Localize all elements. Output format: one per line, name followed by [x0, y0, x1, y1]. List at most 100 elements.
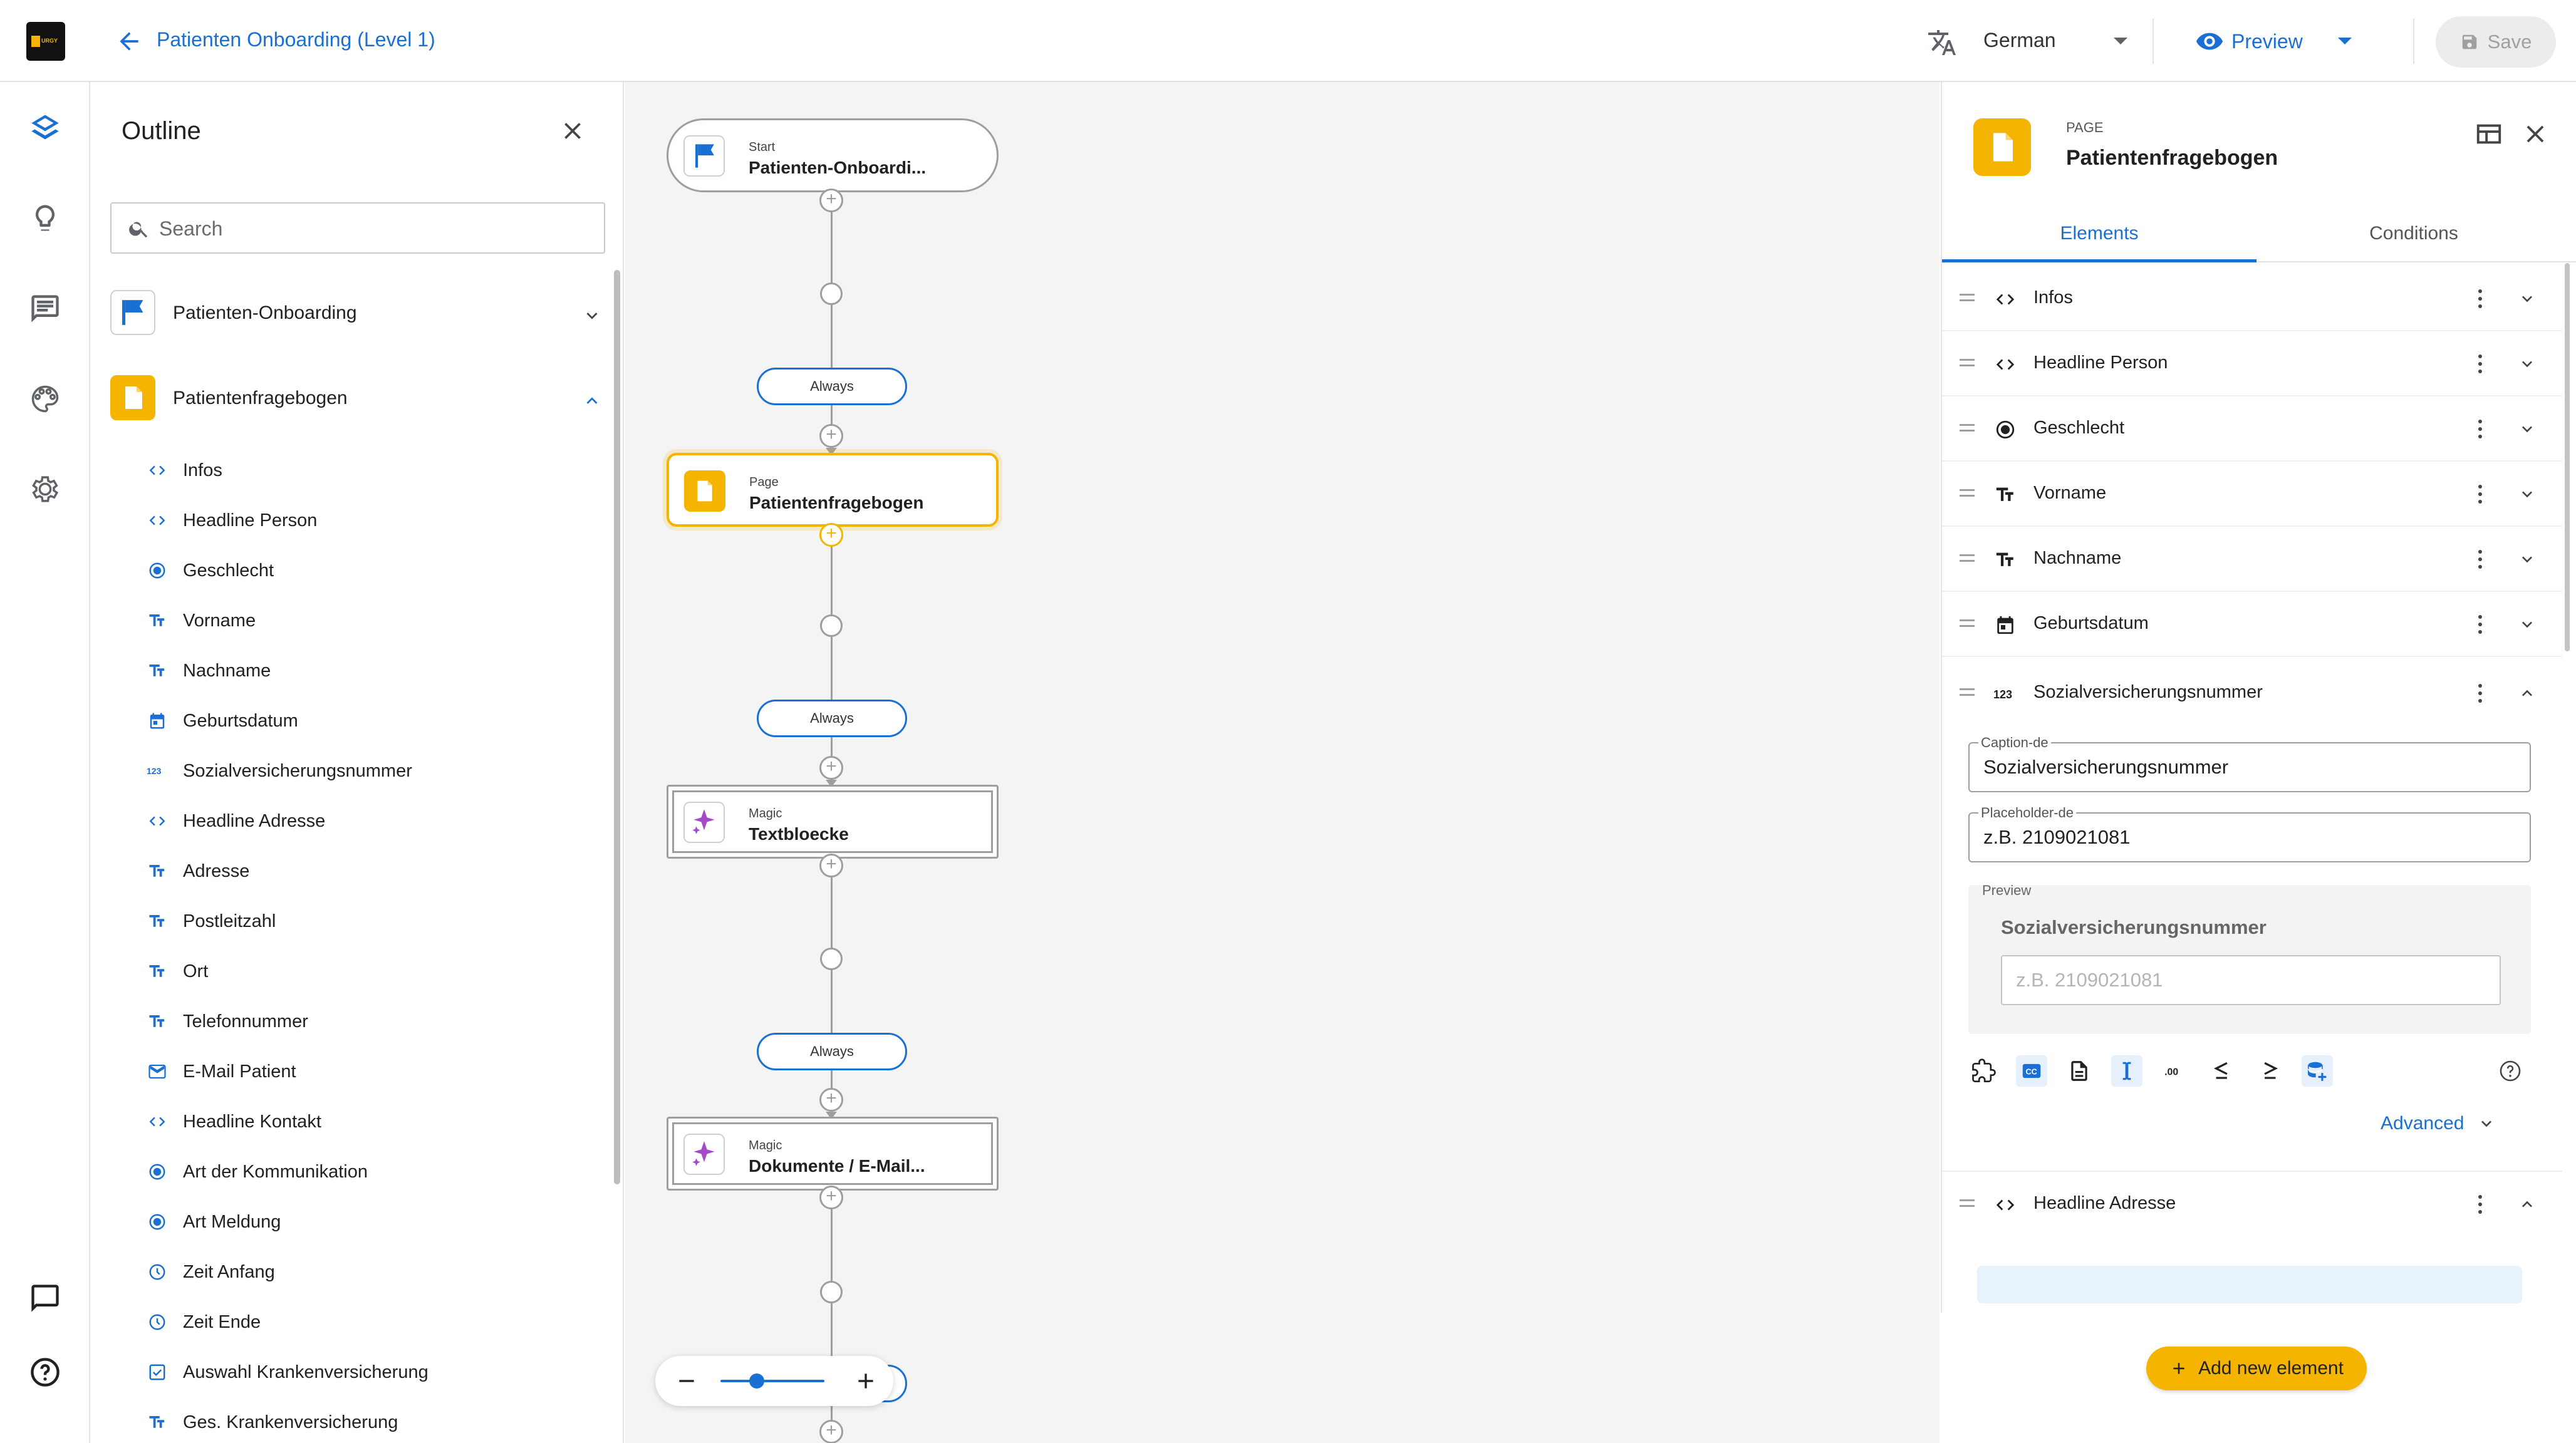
outline-item[interactable]: Headline Kontakt [147, 1097, 598, 1147]
outline-item[interactable]: Vorname [147, 596, 598, 646]
add-node-button[interactable]: + [819, 1088, 843, 1112]
outline-item[interactable]: Telefonnummer [147, 996, 598, 1047]
chevron-down-icon[interactable] [2517, 289, 2537, 309]
outline-item[interactable]: Headline Adresse [147, 796, 598, 846]
more-vert-icon[interactable] [2477, 483, 2483, 505]
outline-item[interactable]: Nachname [147, 646, 598, 696]
chevron-down-icon[interactable] [581, 305, 603, 326]
branch-junction-icon[interactable] [820, 614, 843, 637]
palette-icon[interactable] [29, 383, 61, 415]
close-icon[interactable] [2521, 120, 2550, 148]
puzzle-icon[interactable] [1968, 1055, 2000, 1087]
chevron-down-icon[interactable] [2517, 354, 2537, 374]
drag-handle-icon[interactable] [1960, 619, 1975, 627]
outline-item[interactable]: Art der Kommunikation [147, 1147, 598, 1197]
zoom-out-icon[interactable] [674, 1368, 699, 1394]
search-input[interactable] [158, 214, 596, 244]
lightbulb-icon[interactable] [29, 202, 61, 235]
outline-item[interactable]: Ort [147, 946, 598, 996]
branch-junction-icon[interactable] [820, 948, 843, 970]
preview-dropdown-icon[interactable] [2338, 38, 2352, 44]
help-icon[interactable] [29, 1356, 61, 1389]
outline-item[interactable]: Geschlecht [147, 546, 598, 596]
zoom-in-icon[interactable] [853, 1368, 878, 1394]
drag-handle-icon[interactable] [1960, 1199, 1975, 1207]
outline-item[interactable]: Art Meldung [147, 1197, 598, 1247]
chevron-down-icon[interactable] [2517, 549, 2537, 569]
outline-item[interactable]: Postleitzahl [147, 896, 598, 946]
language-select[interactable]: German [1983, 29, 2056, 51]
chevron-up-icon[interactable] [2517, 683, 2537, 703]
drag-handle-icon[interactable] [1960, 554, 1975, 562]
tab-elements[interactable]: Elements [1942, 205, 2257, 262]
decimal-icon[interactable]: .00 [2159, 1055, 2190, 1087]
more-vert-icon[interactable] [2477, 353, 2483, 375]
edge-condition-pill[interactable]: Always [757, 368, 907, 405]
chevron-down-icon[interactable] [2517, 614, 2537, 634]
placeholder-field[interactable]: Placeholder-de z.B. 2109021081 [1968, 805, 2531, 862]
feedback-icon[interactable] [29, 1282, 61, 1315]
element-row[interactable]: Geschlecht [1942, 396, 2562, 462]
outline-scrollbar[interactable] [614, 270, 620, 1184]
drag-handle-icon[interactable] [1960, 489, 1975, 497]
outline-item[interactable]: Ges. Krankenversicherung [147, 1397, 598, 1443]
database-add-icon[interactable] [2302, 1055, 2333, 1087]
outline-item[interactable]: Zeit Anfang [147, 1247, 598, 1297]
more-vert-icon[interactable] [2477, 682, 2483, 705]
chevron-up-icon[interactable] [2517, 1194, 2537, 1214]
drag-handle-icon[interactable] [1960, 424, 1975, 432]
more-vert-icon[interactable] [2477, 287, 2483, 310]
flow-node-magic[interactable]: Magic Textbloecke [667, 785, 999, 859]
chevron-up-icon[interactable] [581, 390, 603, 411]
outline-search[interactable] [110, 202, 605, 254]
panel-node-name[interactable]: Patientenfragebogen [2066, 146, 2278, 170]
branch-junction-icon[interactable] [820, 282, 843, 305]
element-row[interactable]: Headline Person [1942, 331, 2562, 396]
add-node-button[interactable]: + [819, 756, 843, 780]
outline-group-page[interactable]: Patientenfragebogen [110, 375, 605, 425]
flow-node-start[interactable]: Start Patienten-Onboardi... [667, 118, 999, 192]
layers-icon[interactable] [29, 111, 61, 143]
add-node-button[interactable]: + [819, 424, 843, 448]
language-dropdown-icon[interactable] [2114, 38, 2127, 44]
element-row-expanded[interactable]: 123 Sozialversicherungsnummer Caption-de… [1942, 657, 2562, 1172]
outline-item[interactable]: Adresse [147, 846, 598, 896]
outline-group-start[interactable]: Patienten-Onboarding [110, 290, 605, 340]
zoom-slider-thumb[interactable] [749, 1373, 765, 1389]
more-vert-icon[interactable] [2477, 1193, 2483, 1216]
greater-equal-icon[interactable] [2254, 1055, 2285, 1087]
add-new-element-button[interactable]: Add new element [2146, 1347, 2367, 1390]
settings-gear-icon[interactable] [29, 473, 61, 505]
flow-node-magic[interactable]: Magic Dokumente / E-Mail... [667, 1117, 999, 1191]
drag-handle-icon[interactable] [1960, 294, 1975, 301]
branch-junction-icon[interactable] [820, 1281, 843, 1303]
more-vert-icon[interactable] [2477, 548, 2483, 571]
add-node-button[interactable]: + [819, 1186, 843, 1209]
edge-condition-pill[interactable]: Always [757, 700, 907, 737]
element-row[interactable]: Vorname [1942, 462, 2562, 527]
text-cursor-icon[interactable] [2111, 1055, 2142, 1087]
document-icon[interactable] [2064, 1055, 2095, 1087]
back-arrow-icon[interactable] [115, 28, 143, 55]
close-icon[interactable] [559, 117, 586, 145]
comments-icon[interactable] [29, 292, 61, 325]
caption-field[interactable]: Caption-de Sozialversicherungsnummer [1968, 735, 2531, 792]
zoom-slider[interactable] [720, 1373, 824, 1389]
app-logo[interactable]: URGY [26, 22, 65, 61]
tab-conditions[interactable]: Conditions [2369, 223, 2458, 244]
flow-title[interactable]: Patienten Onboarding (Level 1) [157, 28, 435, 51]
element-row[interactable]: Infos [1942, 266, 2562, 331]
add-node-button[interactable]: + [819, 1420, 843, 1443]
save-button[interactable]: Save [2436, 16, 2556, 68]
flow-canvas[interactable]: Start Patienten-Onboardi... + Always + P… [625, 82, 1940, 1443]
chevron-down-icon[interactable] [2517, 484, 2537, 504]
help-icon[interactable] [2495, 1055, 2526, 1087]
outline-item[interactable]: Infos [147, 445, 598, 495]
outline-item[interactable]: Zeit Ende [147, 1297, 598, 1347]
less-equal-icon[interactable] [2206, 1055, 2238, 1087]
element-row[interactable]: Nachname [1942, 527, 2562, 592]
flow-node-page[interactable]: Page Patientenfragebogen [667, 453, 999, 527]
add-node-button[interactable]: + [819, 854, 843, 877]
outline-item[interactable]: Geburtsdatum [147, 696, 598, 746]
